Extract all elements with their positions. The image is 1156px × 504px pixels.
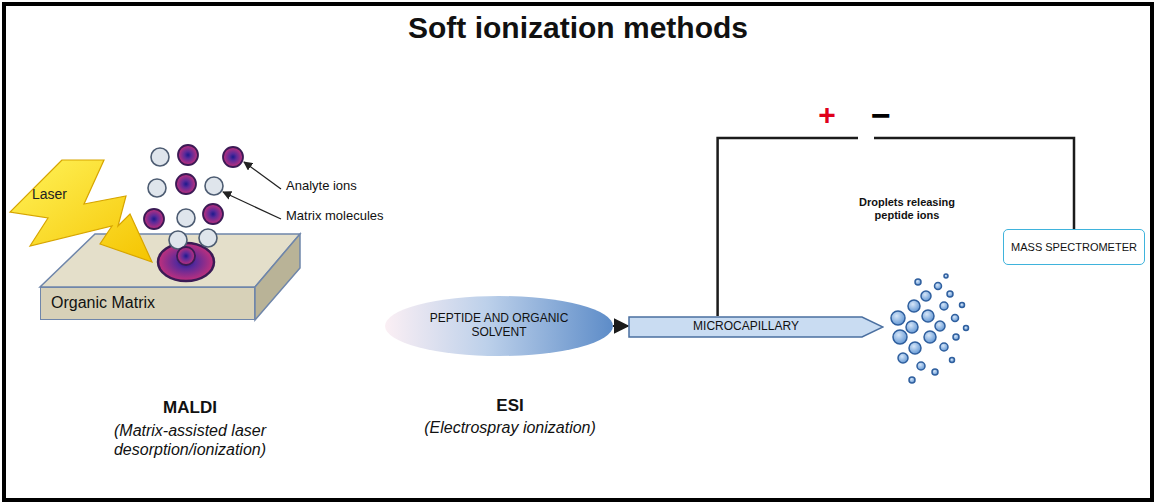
leader-line: [223, 192, 281, 219]
slab-side: [255, 234, 300, 320]
node-text: PEPTIDE AND ORGANIC SOLVENT: [411, 312, 587, 340]
method-subtitle: (Matrix-assisted laser desorption/ioniza…: [70, 421, 310, 459]
title: Soft ionization methods: [0, 10, 1156, 46]
polarity-sign: +: [812, 100, 842, 130]
node-text: Organic Matrix: [51, 294, 155, 312]
leader-line: [244, 162, 281, 189]
method-name: ESI: [410, 396, 610, 416]
method-name: MALDI: [90, 398, 290, 418]
droplets: [891, 274, 969, 383]
method-subtitle: (Electrospray ionization): [390, 418, 630, 437]
solvent-ellipse: PEPTIDE AND ORGANIC SOLVENT: [385, 296, 613, 356]
analyte-ions: [144, 145, 243, 271]
node-text: MASS SPECTROMETER: [1011, 241, 1137, 254]
callout-label: Matrix molecules: [286, 208, 426, 224]
droplet-label: Droplets releasing peptide ions: [852, 196, 962, 222]
laser-label: Laser: [32, 186, 92, 203]
matrix-slab: Organic Matrix: [40, 287, 255, 320]
laser-bolt: [10, 160, 152, 262]
sample-spot: [158, 243, 214, 281]
circuit-wire: [718, 138, 1074, 316]
callout-label: Analyte ions: [286, 178, 416, 194]
node-text: MICROCAPILLARY: [693, 320, 799, 334]
polarity-sign: −: [866, 98, 896, 132]
microcapillary: MICROCAPILLARY: [628, 316, 884, 338]
analyte-ion: [177, 247, 195, 265]
flow-arrow: [613, 325, 628, 327]
mass-spectrometer-box: MASS SPECTROMETER: [1003, 229, 1145, 265]
